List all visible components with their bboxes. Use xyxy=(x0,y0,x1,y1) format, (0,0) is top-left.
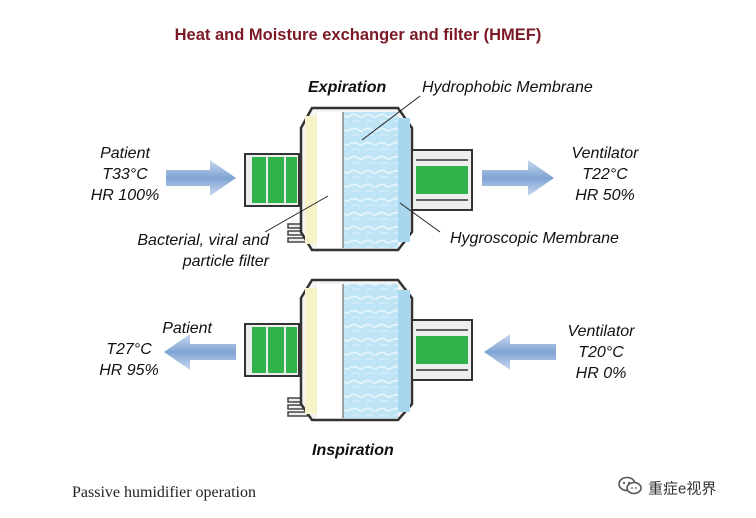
hmef-device-expiration xyxy=(244,106,473,252)
expiration-patient-humidity: HR 100% xyxy=(90,187,160,204)
bacterial-filter-top xyxy=(305,116,317,244)
arrow-device-to-ventilator-top xyxy=(482,160,554,196)
expiration-ventilator-name: Ventilator xyxy=(571,145,639,162)
figure-caption: Passive humidifier operation xyxy=(72,484,256,501)
inspiration-ventilator-block: Ventilator T20°C HR 0% xyxy=(558,321,644,384)
watermark-text: 重症e视界 xyxy=(648,480,717,498)
diagram-title: Heat and Moisture exchanger and filter (… xyxy=(174,26,542,44)
inspiration-ventilator-temp: T20°C xyxy=(578,344,624,361)
inspiration-patient-values: T27°C HR 95% xyxy=(86,339,172,381)
arrow-device-to-patient-bottom xyxy=(164,334,236,370)
inspiration-patient-humidity: HR 95% xyxy=(99,362,159,379)
hydrophobic-membrane-label: Hydrophobic Membrane xyxy=(422,79,593,96)
hygroscopic-membrane-top xyxy=(343,112,398,248)
expiration-ventilator-block: Ventilator T22°C HR 50% xyxy=(562,143,648,206)
expiration-patient-block: Patient T33°C HR 100% xyxy=(80,143,170,206)
inspiration-ventilator-name: Ventilator xyxy=(567,323,635,340)
expiration-patient-temp: T33°C xyxy=(102,166,148,183)
hygroscopic-membrane-label: Hygroscopic Membrane xyxy=(450,230,619,247)
inspiration-patient-block: Patient xyxy=(80,318,212,339)
expiration-ventilator-temp: T22°C xyxy=(582,166,628,183)
expiration-patient-name: Patient xyxy=(100,145,150,162)
wechat-icon xyxy=(618,476,642,500)
hmef-device-inspiration xyxy=(244,278,473,422)
hygroscopic-membrane-bottom xyxy=(343,284,398,418)
arrow-ventilator-to-device-bottom xyxy=(484,334,556,370)
bacterial-filter-label: Bacterial, viral and particle filter xyxy=(90,230,269,272)
watermark: 重症e视界 xyxy=(618,476,716,500)
inspiration-patient-name: Patient xyxy=(162,320,212,337)
inspiration-ventilator-humidity: HR 0% xyxy=(575,365,627,382)
callout-line-filter xyxy=(264,195,329,233)
expiration-label: Expiration xyxy=(308,79,387,96)
inspiration-label: Inspiration xyxy=(312,442,394,459)
bacterial-filter-bottom xyxy=(305,288,317,414)
arrow-patient-to-device-top xyxy=(166,160,236,196)
bacterial-filter-label-line1: Bacterial, viral and xyxy=(137,232,269,249)
inspiration-patient-temp: T27°C xyxy=(106,341,152,358)
expiration-ventilator-humidity: HR 50% xyxy=(575,187,635,204)
callout-line-hygroscopic xyxy=(399,202,441,233)
callout-line-hydrophobic xyxy=(361,95,421,141)
bacterial-filter-label-line2: particle filter xyxy=(182,253,269,270)
